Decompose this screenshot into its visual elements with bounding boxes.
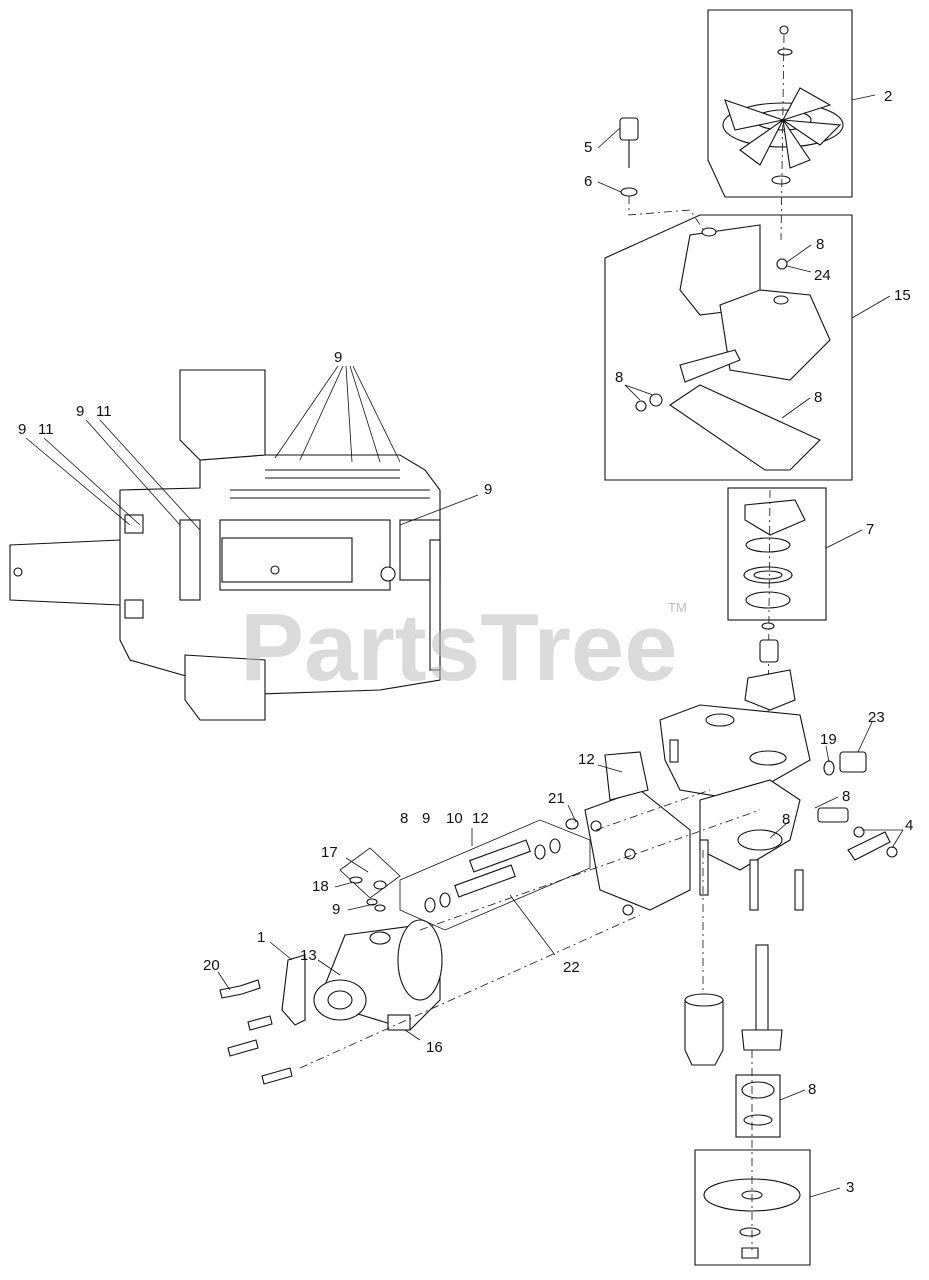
callout-24: 24 [814,267,831,284]
callout-7: 7 [866,521,874,538]
callout-15: 15 [894,287,911,304]
leader-lines [25,94,904,1198]
pulley-assembly [694,1050,811,1266]
callout-8-gasket: 8 [814,389,822,406]
callout-8-top: 8 [816,236,824,253]
callout-6: 6 [584,173,592,190]
callout-8-left: 8 [615,369,623,386]
callout-8-center: 8 [782,811,790,828]
callout-13: 13 [300,947,317,964]
callout-8-right: 8 [842,788,850,805]
callout-labels: 2 5 6 8 24 15 8 8 7 23 19 8 4 8 12 21 8 … [18,88,913,1196]
callout-9-section-mid: 9 [76,403,84,420]
callout-8-kit: 8 [400,810,408,827]
callout-11-section-left: 11 [38,421,54,438]
callout-21: 21 [548,790,565,807]
callout-19: 19 [820,731,837,748]
callout-10: 10 [446,810,463,827]
callout-2: 2 [884,88,892,105]
callout-9-section-right: 9 [484,481,492,498]
watermark-trademark: TM [668,600,687,615]
callout-9-small: 9 [332,901,340,918]
sight-plug-assembly [619,117,706,233]
upper-housing-assembly [604,214,853,481]
thrust-bearing-assembly [727,487,827,621]
fan-assembly [707,9,853,241]
callout-4: 4 [905,817,913,834]
watermark-text: PartsTree [240,594,678,701]
callout-8-bottom: 8 [808,1081,816,1098]
callout-17: 17 [321,844,338,861]
callout-23: 23 [868,709,885,726]
pump-assembly [219,751,761,1085]
callout-16: 16 [426,1039,443,1056]
callout-20: 20 [203,957,220,974]
callout-5: 5 [584,139,592,156]
callout-3: 3 [846,1179,854,1196]
callout-9-section-top: 9 [334,349,342,366]
callout-18: 18 [312,878,329,895]
callout-9-section-left: 9 [18,421,26,438]
callout-22: 22 [563,959,580,976]
callout-11-section-mid: 11 [96,403,112,420]
callout-12-housing: 12 [578,751,595,768]
cross-section-view [9,369,441,721]
callout-9-kit: 9 [422,810,430,827]
input-shaft-assembly [684,850,783,1066]
lower-bearing-assembly [735,1074,781,1138]
bypass-assembly [817,751,898,861]
callout-1: 1 [257,929,265,946]
callout-12-kit: 12 [472,810,489,827]
center-section [659,622,811,911]
